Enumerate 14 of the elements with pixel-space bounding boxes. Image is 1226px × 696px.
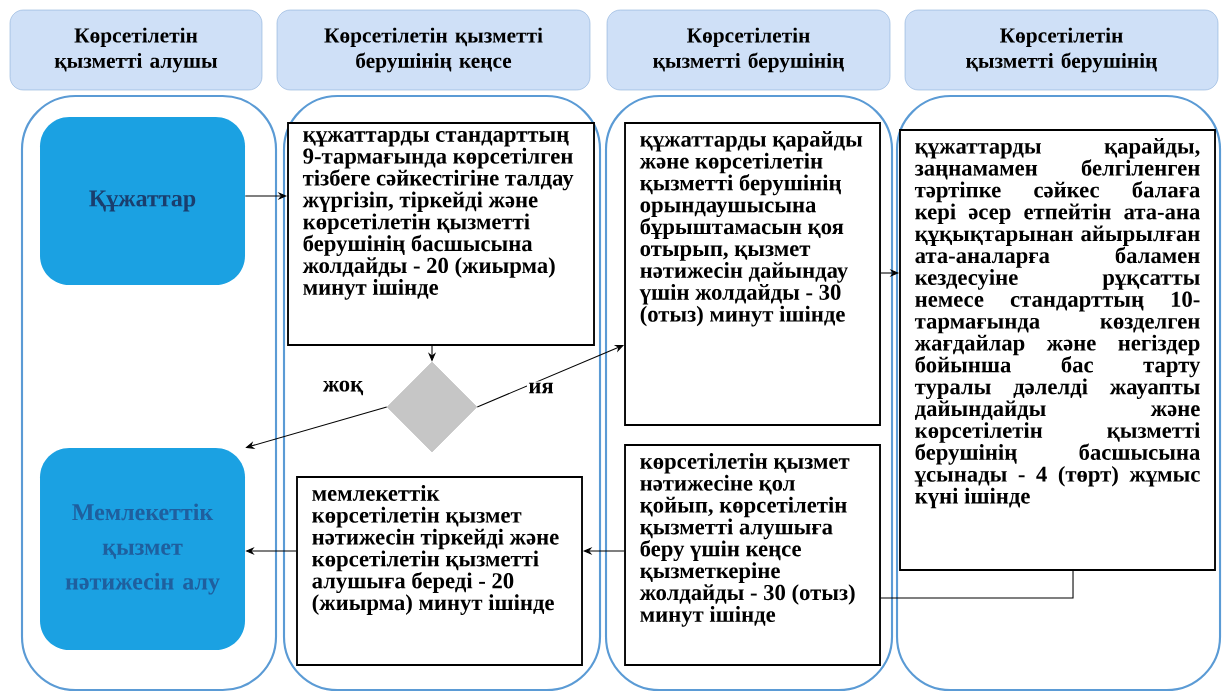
lane-header: Көрсетілетін қызметті алушы bbox=[9, 9, 263, 91]
decision-diamond bbox=[386, 361, 478, 453]
lane-header: Көрсетілетін қызметті берушінің кеңсе bbox=[276, 9, 591, 91]
edge-label: жоқ bbox=[321, 379, 365, 397]
process-box: құжаттарды қарайды, заңнамамен белгіленген тәртіпке сәйкес балаға кері әсер етпейтін ата-ана құқықтарынан айырылған ата-аналарға баламен кездесуіне рұқсатты немесе стандарттың 10-тармағында көзделген жағдайлар және негіздер бойынша бас тарту туралы дәлелді жауапты дайындайды және көрсетілетін қызметті берушінің басшысына ұсынады - 4 (төрт) жұмыс күні ішінде bbox=[899, 129, 1216, 571]
lane-header: Көрсетілетін қызметті берушінің bbox=[606, 9, 891, 91]
terminal-box: Құжаттар bbox=[40, 117, 245, 285]
process-box: құжаттарды стандарттың 9-тармағында көрсетілген тізбеге сәйкестігіне талдау жүргізіп, тіркейді және көрсетілетін қызметті берушінің басшысына жолдайды - 20 (жиырма) минут ішінде bbox=[287, 122, 595, 346]
process-box: көрсетілетін қызмет нәтижесіне қол қойып, көрсетілетін қызметті алушыға беру үшін кеңсе қызметкеріне жолдайды - 30 (отыз) минут ішінде bbox=[624, 444, 881, 666]
edge-label: ия bbox=[527, 381, 555, 395]
process-box: құжаттарды қарайды және көрсетілетін қызметті берушінің орындаушысына бұрыштамасын қоя отырып, қызмет нәтижесін дайындау үшін жолдайды - 30 (отыз) минут ішінде bbox=[624, 122, 881, 426]
process-box: мемлекеттік көрсетілетін қызмет нәтижесін тіркейді және көрсетілетін қызметті алушыға береді - 20 (жиырма) минут ішінде bbox=[296, 476, 583, 666]
terminal-box: Мемлекеттік қызмет нәтижесін алу bbox=[40, 448, 245, 650]
lane-header: Көрсетілетін қызметті берушінің bbox=[904, 9, 1219, 91]
